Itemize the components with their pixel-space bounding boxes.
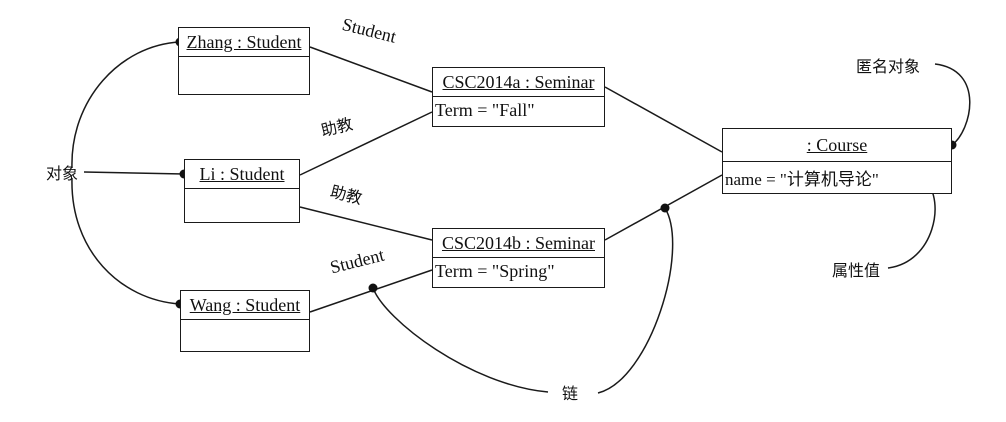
annotation-object: 对象 [46,164,79,183]
link-csc2014a-course [604,86,723,153]
annotation-attribute-value: 属性值 [832,261,881,280]
object-name: Li : Student [199,163,285,184]
object-name: CSC2014b : Seminar [441,232,595,253]
object-name: CSC2014a : Seminar [442,71,595,92]
link-li-csc2014b [299,206,433,241]
anonymous-object-leader [934,63,971,146]
object-name: Wang : Student [189,294,301,315]
link-li-csc2014a [299,111,433,176]
object-leader-li [83,171,185,175]
attribute-value-leader [887,181,936,269]
dot-link-wang-b [368,283,378,293]
annotation-anonymous-object: 匿名对象 [856,57,921,76]
annotation-link: 链 [562,384,579,403]
object-attribute: name = "计算机导论" [725,169,879,189]
object-li-student: Li : Student [184,159,300,223]
object-name: Zhang : Student [186,31,302,52]
link-leader-wang-csc2014b [372,287,549,393]
object-attribute: Term = "Fall" [435,99,535,120]
object-wang-student: Wang : Student [180,290,310,352]
object-name: : Course [806,134,868,155]
object-csc2014b-seminar: CSC2014b : Seminar Term = "Spring" [432,228,605,288]
object-leader-wang [71,177,181,305]
dot-link-b-course [660,203,670,213]
object-leader-zhang [71,41,181,169]
object-zhang-student: Zhang : Student [178,27,310,95]
object-attribute: Term = "Spring" [435,260,555,281]
object-csc2014a-seminar: CSC2014a : Seminar Term = "Fall" [432,67,605,127]
link-zhang-csc2014a [309,46,433,93]
link-leader-csc2014b-course [597,207,674,394]
object-course: : Course name = "计算机导论" [722,128,952,194]
